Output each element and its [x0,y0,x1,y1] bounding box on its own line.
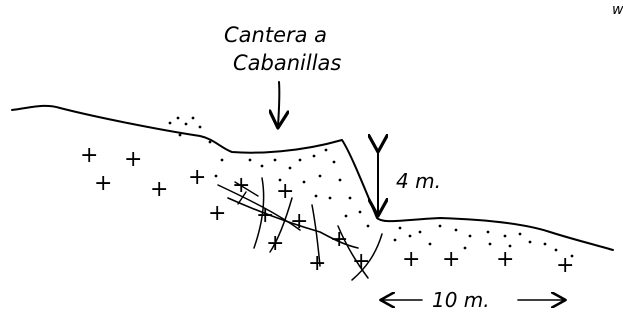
height-label: 4 m. [396,169,441,193]
svg-text:+: + [266,231,284,256]
svg-text:+: + [150,177,168,202]
svg-text:+: + [556,253,574,278]
scale-label: 10 m. [432,288,490,312]
svg-text:+: + [188,165,206,190]
site-label-line2: Cabanillas [233,51,341,75]
scale-marker: 10 m. [382,288,564,312]
sediment-dots [169,117,574,258]
svg-text:+: + [232,173,250,198]
svg-text:+: + [352,249,370,274]
site-label-line1: Cantera a [224,23,327,47]
quarry-pointer-arrow [278,82,279,126]
svg-text:+: + [124,147,142,172]
svg-text:+: + [208,201,226,226]
svg-text:+: + [80,143,98,168]
svg-text:+: + [330,227,348,252]
svg-text:+: + [94,171,112,196]
svg-text:+: + [402,247,420,272]
svg-text:+: + [308,251,326,276]
svg-text:+: + [442,247,460,272]
corner-mark: w [612,2,623,18]
svg-text:+: + [256,203,274,228]
height-marker: 4 m. [378,150,441,214]
bedrock-cross-symbols: + + + + + + + + + + + + + + + + + + [80,143,574,278]
svg-text:+: + [496,247,514,272]
svg-text:+: + [276,179,294,204]
svg-text:+: + [290,209,308,234]
